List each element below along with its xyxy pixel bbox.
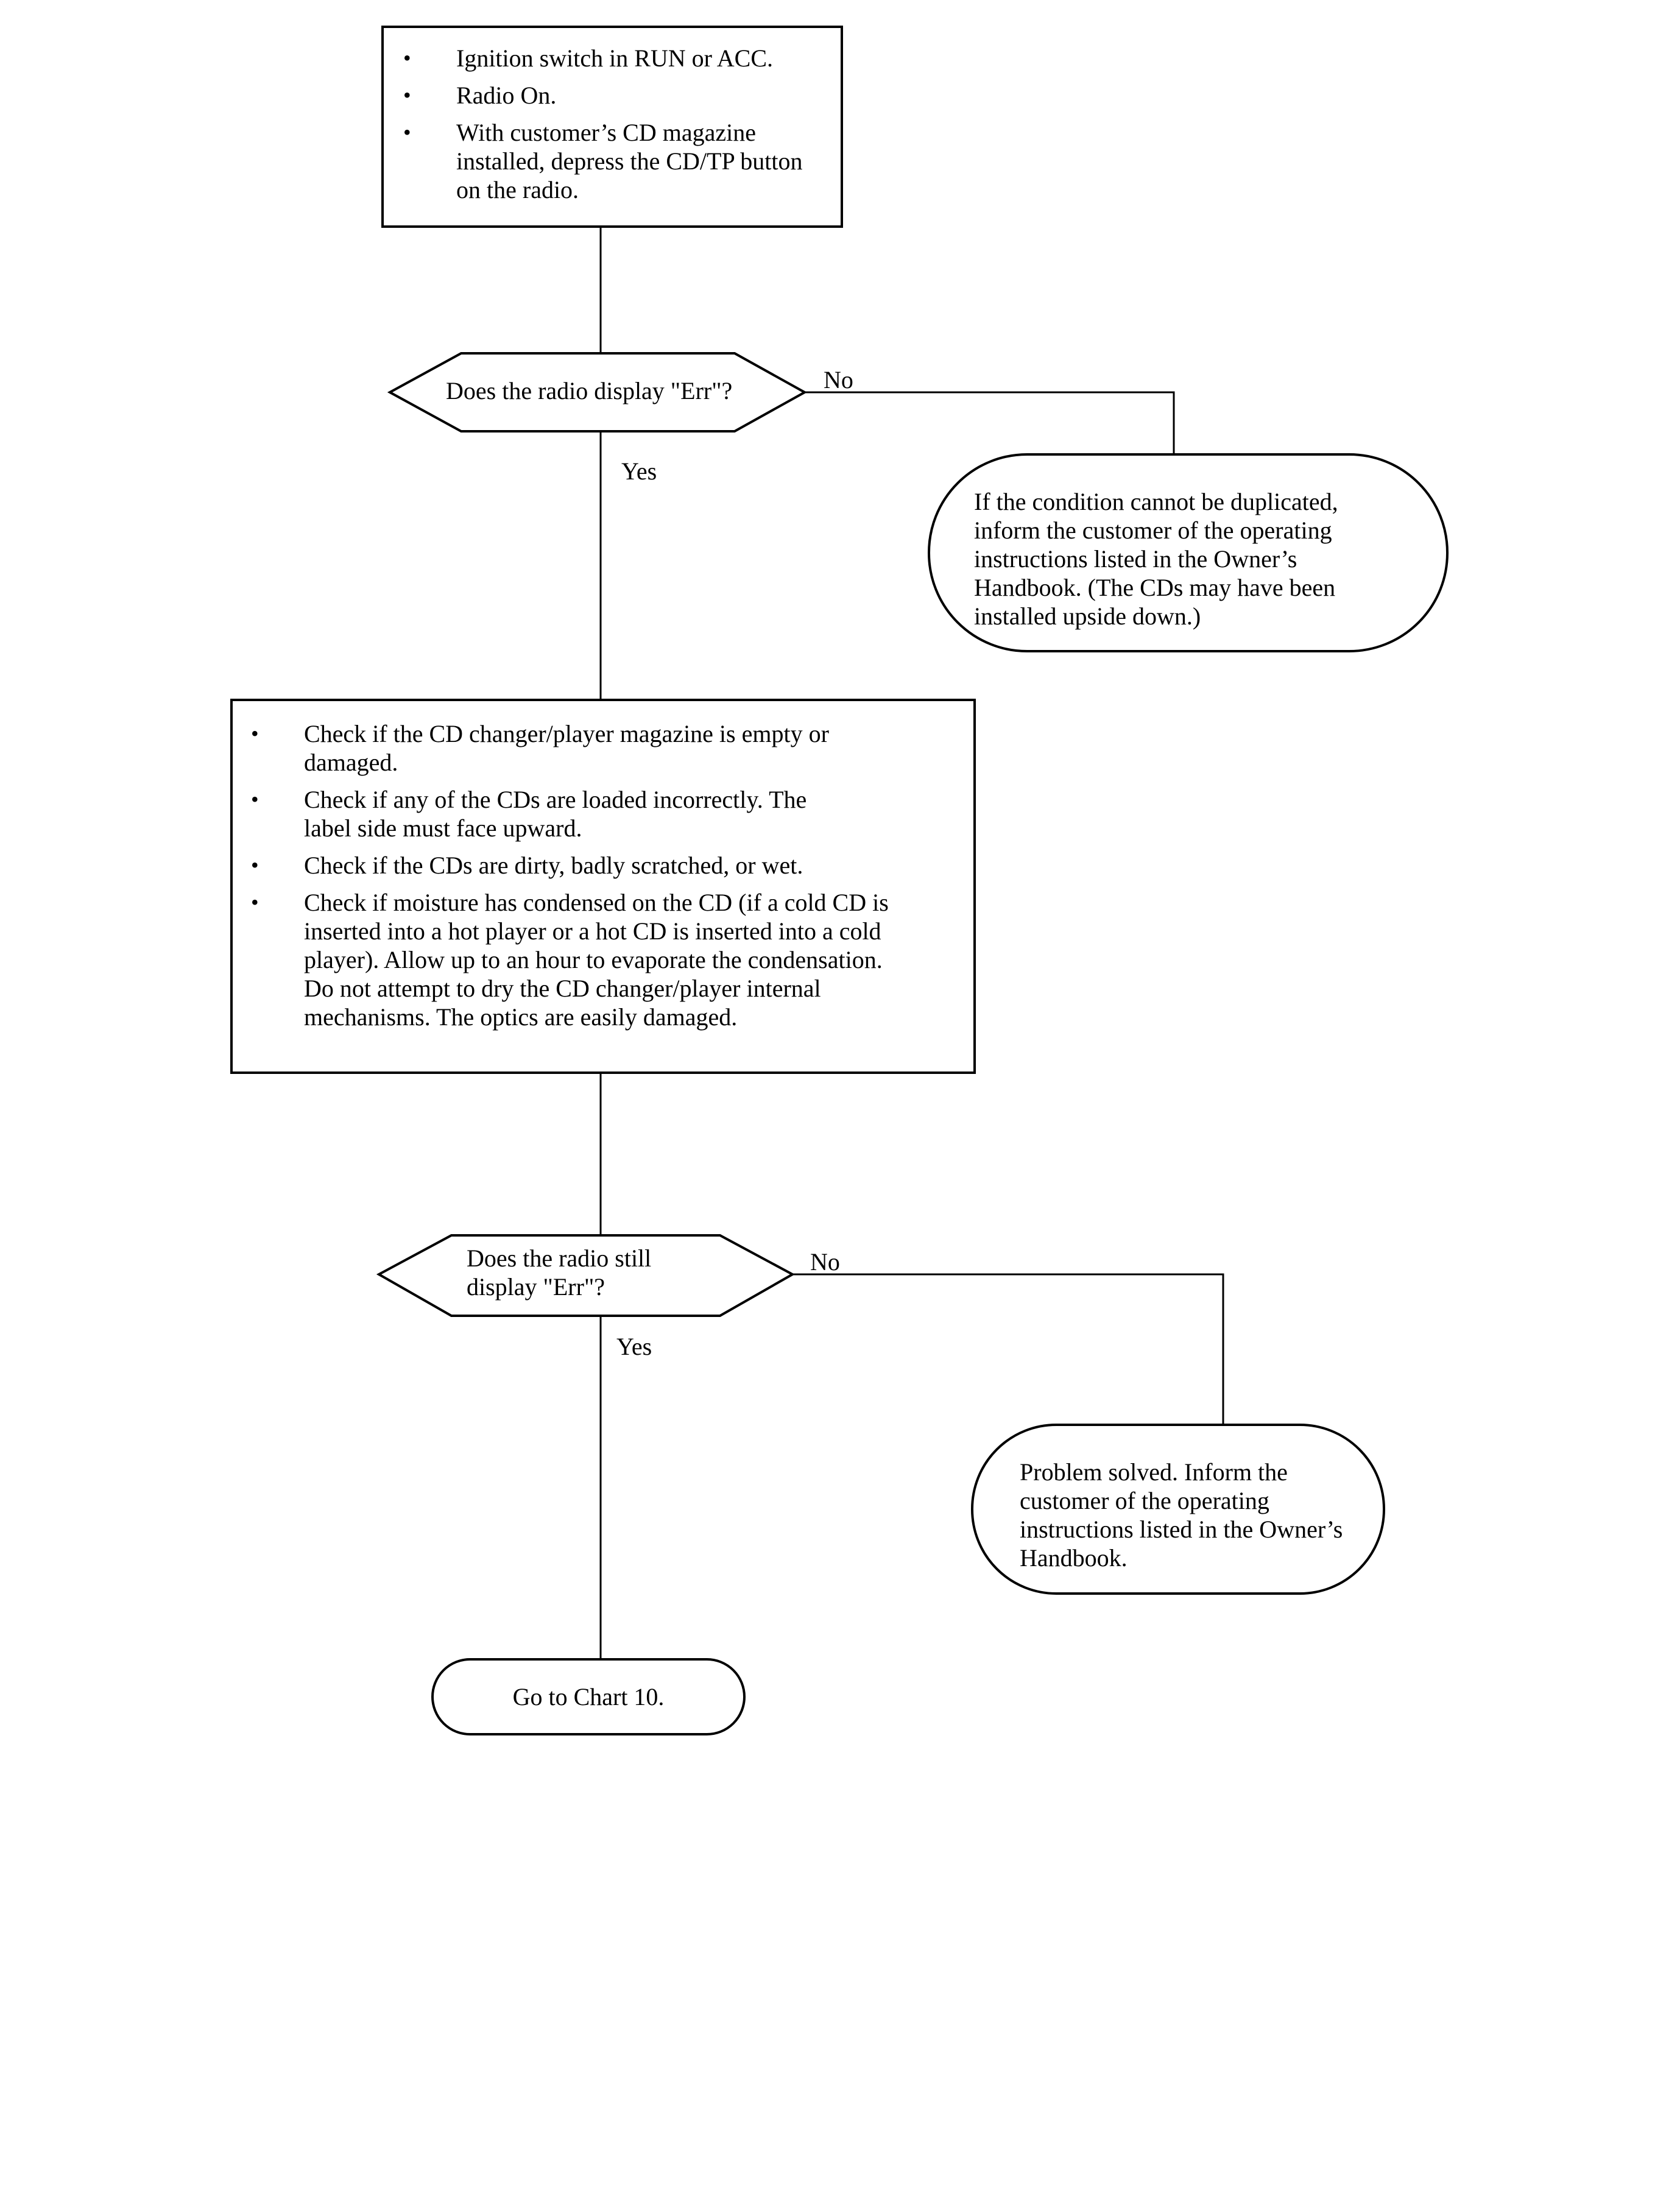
connector-decision1-no xyxy=(805,391,1175,453)
decision1-yes-label: Yes xyxy=(621,457,657,485)
decision2-no-label: No xyxy=(810,1248,840,1276)
terminal1-text: If the condition cannot be duplicated, i… xyxy=(974,488,1338,630)
terminal2-text: Problem solved. Inform the customer of t… xyxy=(1020,1458,1343,1572)
start-step-item: With customer’s CD magazine installed, d… xyxy=(403,118,816,204)
decision1-question: Does the radio display "Err"? xyxy=(446,377,733,404)
start-step-item: Radio On. xyxy=(403,81,816,110)
end-pill: Go to Chart 10. xyxy=(431,1658,746,1735)
terminal1-pill: If the condition cannot be duplicated, i… xyxy=(928,453,1449,652)
decision1-no-label: No xyxy=(824,366,853,394)
checks-item: Check if any of the CDs are loaded incor… xyxy=(251,785,919,842)
decision2-question: Does the radio still display "Err"? xyxy=(467,1244,652,1301)
decision2-yes-label: Yes xyxy=(616,1333,652,1360)
start-step-list: Ignition switch in RUN or ACC. Radio On.… xyxy=(403,44,816,204)
decision2-diamond xyxy=(376,1234,796,1317)
end-text: Go to Chart 10. xyxy=(512,1683,665,1710)
terminal2-pill: Problem solved. Inform the customer of t… xyxy=(971,1424,1385,1595)
decision1-diamond xyxy=(387,352,808,432)
start-step-item: Ignition switch in RUN or ACC. xyxy=(403,44,816,72)
checks-item: Check if the CDs are dirty, badly scratc… xyxy=(251,851,919,880)
connector-decision2-no xyxy=(792,1273,1224,1424)
checks-item: Check if moisture has condensed on the C… xyxy=(251,888,919,1031)
checks-item: Check if the CD changer/player magazine … xyxy=(251,719,919,777)
checks-box: Check if the CD changer/player magazine … xyxy=(230,699,976,1074)
checks-list: Check if the CD changer/player magazine … xyxy=(251,719,919,1031)
start-step-box: Ignition switch in RUN or ACC. Radio On.… xyxy=(381,26,843,228)
